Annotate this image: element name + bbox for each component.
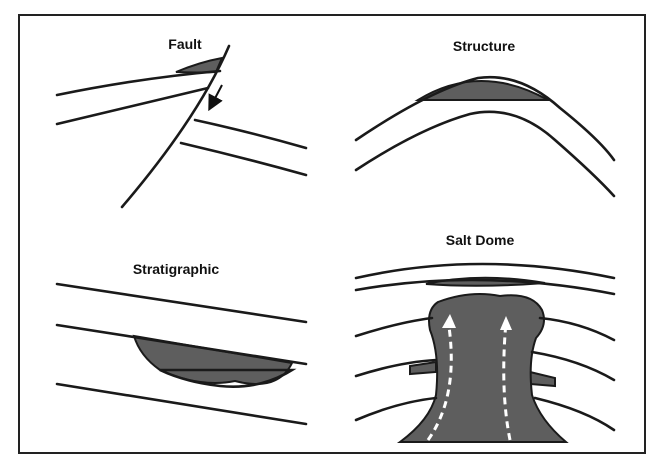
fault-trap-diagram xyxy=(55,44,308,209)
salt-dome-layer-3-right xyxy=(538,316,616,342)
salt-dome-trap-diagram xyxy=(354,262,616,443)
salt-dome-title: Salt Dome xyxy=(445,232,515,248)
salt-dome-arrowhead-right-icon xyxy=(500,316,512,330)
fault-layer-lower-left xyxy=(55,86,210,126)
fault-slip-arrow-icon xyxy=(208,84,223,112)
fault-title: Fault xyxy=(168,36,202,52)
salt-dome-layer-2 xyxy=(354,278,616,296)
salt-dome-flank-reservoir-left xyxy=(409,360,437,376)
stratigraphic-title: Stratigraphic xyxy=(132,261,220,277)
salt-dome-layer-3-left xyxy=(354,316,434,338)
salt-dome-arrowhead-left-icon xyxy=(442,314,456,328)
fault-layer-upper-right xyxy=(193,118,308,150)
salt-dome-layer-4-right xyxy=(530,350,616,382)
stratigraphic-layer-bottom xyxy=(55,382,308,426)
salt-dome-migration-arrow-right-icon xyxy=(502,321,512,441)
salt-dome-layer-5-right xyxy=(533,396,616,432)
structure-trap-diagram xyxy=(354,75,616,198)
salt-dome-layer-1 xyxy=(354,262,616,280)
structure-reservoir-fill xyxy=(414,80,552,101)
fault-layer-upper-left xyxy=(55,69,222,97)
structure-layer-upper xyxy=(354,75,616,162)
salt-dome-migration-arrow-left-icon xyxy=(426,319,453,441)
stratigraphic-trap-diagram xyxy=(55,282,308,426)
structure-layer-lower xyxy=(354,110,616,198)
fault-plane xyxy=(120,44,231,209)
salt-dome-layer-5-left xyxy=(354,396,438,422)
salt-dome-body xyxy=(396,293,569,443)
fault-layer-lower-right xyxy=(179,141,308,177)
stratigraphic-layer-middle xyxy=(55,323,308,366)
stratigraphic-reservoir-fill xyxy=(132,334,294,385)
stratigraphic-lens-inner xyxy=(159,368,297,388)
salt-dome-layer-4-left xyxy=(354,358,438,378)
structure-title: Structure xyxy=(452,38,516,54)
stratigraphic-layer-top xyxy=(55,282,308,324)
salt-dome-flank-reservoir-right xyxy=(529,370,556,388)
